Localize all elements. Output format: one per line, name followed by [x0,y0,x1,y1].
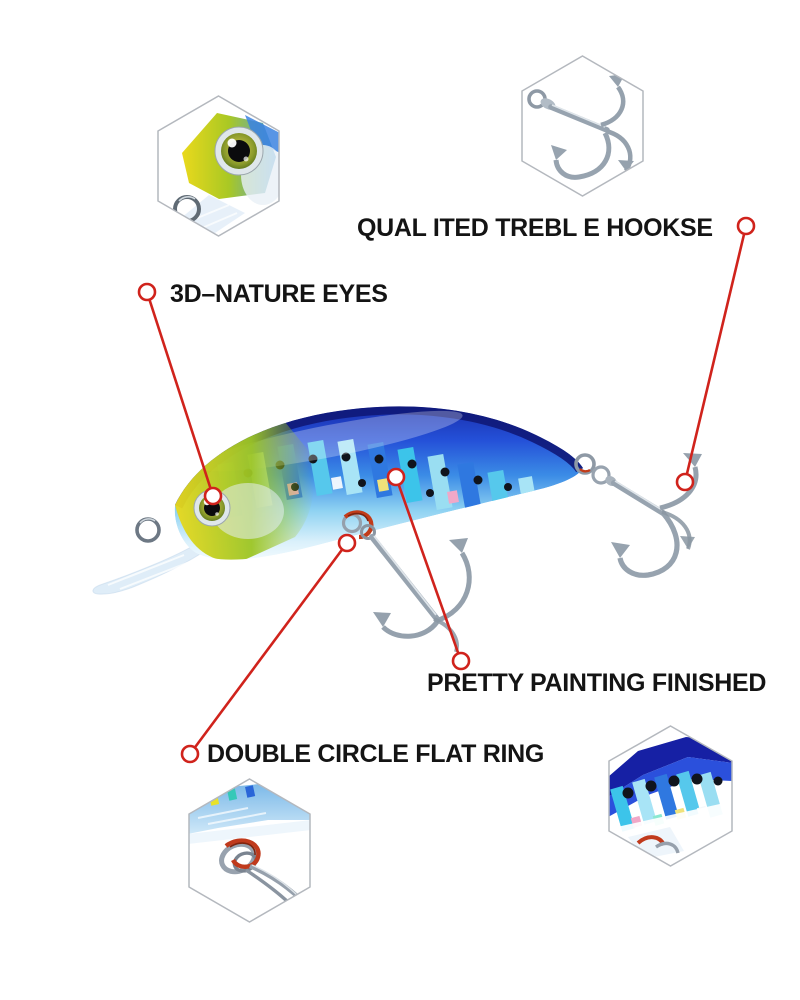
lure-body [174,406,583,560]
treble-hook-closeup-art [522,56,643,196]
belly-treble-hook [341,510,472,653]
hexagon-inset-body-pattern-closeup [608,725,733,867]
hexagon-inset-flat-ring-closeup [188,778,311,923]
callout-marker-ring-label [180,744,200,764]
nose-split-ring [135,517,161,543]
lure-eye [193,489,231,527]
label-pretty-painting: PRETTY PAINTING FINISHED [427,669,767,697]
callout-marker-treble-label [736,216,756,236]
label-treble-hooks: QUAL ITED TREBL E HOOKSE [357,214,713,242]
label-3d-nature-eyes: 3D–NATURE EYES [170,280,388,308]
body-pattern-closeup-art [609,726,732,866]
red-hook-eye-wrap [224,838,261,869]
hexagon-inset-treble-hook-closeup [521,55,644,197]
diving-lip [92,542,209,595]
flat-ring-closeup-art [189,779,310,922]
head-closeup-art [158,96,279,236]
tail-treble-hook [574,453,702,578]
hexagon-inset-head-eye-closeup [157,95,280,237]
fishing-lure-image [92,406,702,653]
red-hook-eye [343,510,374,540]
callout-marker-painting-label [451,651,471,671]
callout-marker-eyes-label [137,282,157,302]
label-double-circle-flat-ring: DOUBLE CIRCLE FLAT RING [207,740,545,768]
